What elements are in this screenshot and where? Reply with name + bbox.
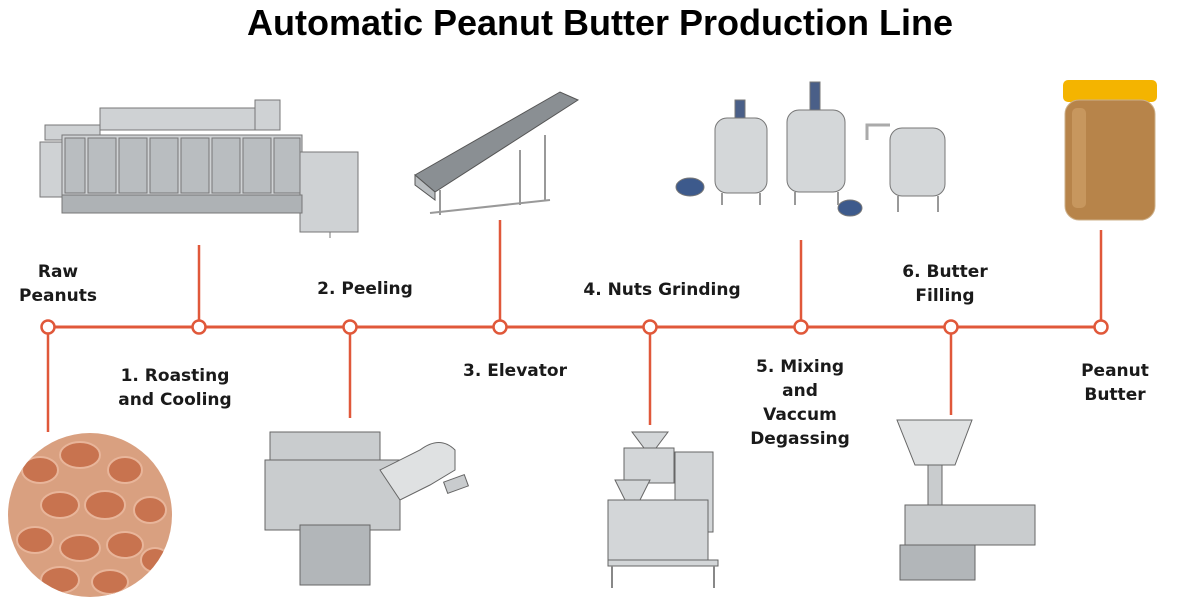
roasting-machine-image bbox=[39, 99, 359, 238]
raw-peanuts-image bbox=[8, 433, 172, 597]
filling-machine-image bbox=[896, 419, 1036, 581]
stage-label-peanut-butter: Peanut Butter bbox=[1081, 361, 1149, 405]
node-roasting bbox=[191, 319, 207, 335]
elevator-conveyor-image bbox=[414, 91, 580, 215]
node-filling bbox=[943, 319, 959, 335]
peanut-butter-jar-image bbox=[1063, 80, 1157, 221]
stage-label-filling: 6. Butter Filling bbox=[902, 262, 988, 306]
page-title: Automatic Peanut Butter Production Line bbox=[246, 2, 954, 43]
stage-label-raw-peanuts: Raw Peanuts bbox=[19, 262, 97, 306]
mixing-tanks-image bbox=[675, 81, 946, 217]
node-peeling bbox=[342, 319, 358, 335]
node-raw-peanuts bbox=[40, 319, 56, 335]
peeling-machine-image bbox=[264, 431, 470, 586]
stage-label-peeling: 2. Peeling bbox=[317, 279, 413, 299]
node-peanut-butter bbox=[1093, 319, 1109, 335]
node-grinding bbox=[642, 319, 658, 335]
node-elevator bbox=[492, 319, 508, 335]
node-mixing bbox=[793, 319, 809, 335]
stage-label-elevator: 3. Elevator bbox=[463, 361, 567, 381]
stage-label-grinding: 4. Nuts Grinding bbox=[583, 280, 741, 300]
grinding-mill-image bbox=[607, 431, 719, 588]
stage-label-roasting: 1. Roasting and Cooling bbox=[118, 366, 232, 410]
stage-label-mixing: 5. Mixing and Vaccum Degassing bbox=[750, 357, 850, 449]
